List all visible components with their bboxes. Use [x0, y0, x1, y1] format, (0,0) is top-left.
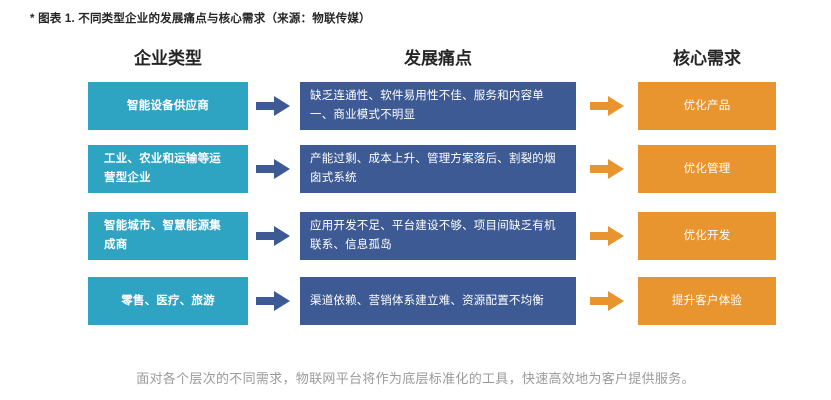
column-header-core-needs: 核心需求	[673, 49, 741, 68]
figure-caption: * 图表 1. 不同类型企业的发展痛点与核心需求（来源：物联传媒）	[30, 13, 371, 25]
core-need-box: 优化管理	[638, 145, 776, 193]
arrow-right-icon	[256, 290, 290, 312]
enterprise-type-box: 零售、医疗、旅游	[88, 277, 248, 325]
diagram-row: 智能城市、智慧能源集成商 应用开发不足、平台建设不够、项目间缺乏有机联系、信息孤…	[0, 212, 831, 260]
pain-point-box: 产能过剩、成本上升、管理方案落后、割裂的烟囱式系统	[300, 145, 576, 193]
core-need-box: 优化开发	[638, 212, 776, 260]
core-need-box: 优化产品	[638, 82, 776, 130]
arrow-right-icon	[590, 158, 624, 180]
arrow-right-icon	[256, 95, 290, 117]
pain-point-box: 缺乏连通性、软件易用性不佳、服务和内容单一、商业模式不明显	[300, 82, 576, 130]
arrow-right-icon	[590, 225, 624, 247]
diagram-row: 零售、医疗、旅游 渠道依赖、营销体系建立难、资源配置不均衡 提升客户体验	[0, 277, 831, 325]
column-header-pain-points: 发展痛点	[404, 49, 472, 68]
enterprise-type-box: 智能城市、智慧能源集成商	[88, 212, 248, 260]
arrow-right-icon	[256, 158, 290, 180]
arrow-right-icon	[590, 290, 624, 312]
enterprise-type-box: 工业、农业和运输等运营型企业	[88, 145, 248, 193]
enterprise-type-box: 智能设备供应商	[88, 82, 248, 130]
column-headers: 企业类型 发展痛点 核心需求	[0, 44, 831, 72]
footer-note: 面对各个层次的不同需求，物联网平台将作为底层标准化的工具，快速高效地为客户提供服…	[136, 371, 695, 386]
diagram-row: 工业、农业和运输等运营型企业 产能过剩、成本上升、管理方案落后、割裂的烟囱式系统…	[0, 145, 831, 193]
pain-point-box: 应用开发不足、平台建设不够、项目间缺乏有机联系、信息孤岛	[300, 212, 576, 260]
arrow-right-icon	[256, 225, 290, 247]
diagram-row: 智能设备供应商 缺乏连通性、软件易用性不佳、服务和内容单一、商业模式不明显 优化…	[0, 82, 831, 130]
core-need-box: 提升客户体验	[638, 277, 776, 325]
arrow-right-icon	[590, 95, 624, 117]
column-header-enterprise-type: 企业类型	[134, 49, 202, 68]
pain-point-box: 渠道依赖、营销体系建立难、资源配置不均衡	[300, 277, 576, 325]
